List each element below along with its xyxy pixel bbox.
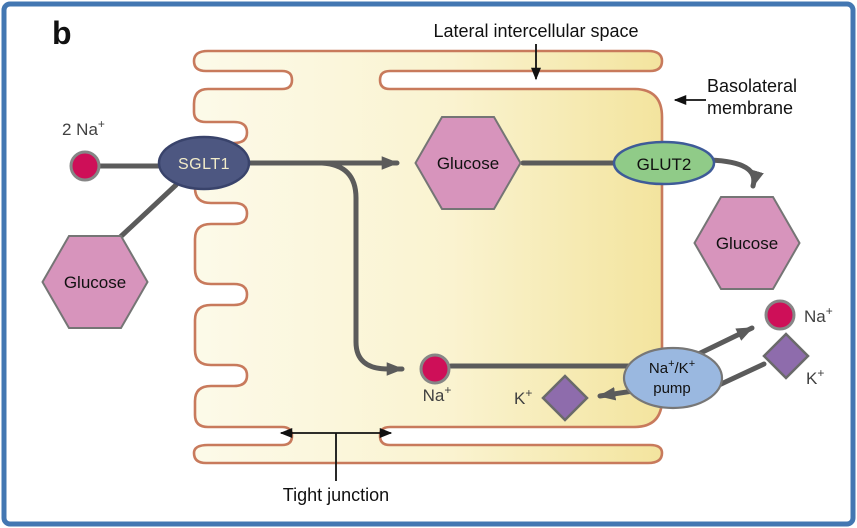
glut2-to-glucose-blood-arrow [707,157,764,189]
k-ion-blood [762,332,810,380]
glucose-lumen-label: Glucose [64,273,126,292]
sglt1-to-na-branch-arrow [319,160,405,376]
sglt1-transporter [157,135,251,191]
glucose-hexagon-lumen [41,235,149,329]
basolateral-label-line2: membrane [707,98,793,118]
glut2-transporter [612,140,716,186]
k-ion-cytosol [541,374,589,422]
tight-junction-label: Tight junction [283,485,389,505]
k-blood-label: K+ [806,366,824,388]
na-ion-lumen [69,150,101,182]
pump-label-line1: Na+/K+ [649,358,695,377]
na-blood-label: Na+ [804,304,833,326]
panel-label: b [52,15,72,51]
basolateral-label-line1: Basolateral [707,76,797,96]
glucose-blood-label: Glucose [716,234,778,253]
glucose-hexagon-blood [693,196,801,290]
glut2-label: GLUT2 [637,155,692,174]
k-cytosol-label: K+ [514,386,532,408]
na-ion-blood [764,299,796,331]
na-cytosol-label: Na+ [423,383,452,405]
two-na-label: 2 Na+ [62,117,105,139]
na-ion-cytosol [419,353,451,385]
na-k-pump [622,346,724,410]
glucose-cytosol-label: Glucose [437,154,499,173]
pump-label-line2: pump [653,380,691,397]
glucose-to-sglt1-line [113,182,179,244]
lateral-space-label: Lateral intercellular space [433,21,638,41]
glucose-hexagon-cytosol [414,116,522,210]
sglt1-label: SGLT1 [178,156,230,173]
